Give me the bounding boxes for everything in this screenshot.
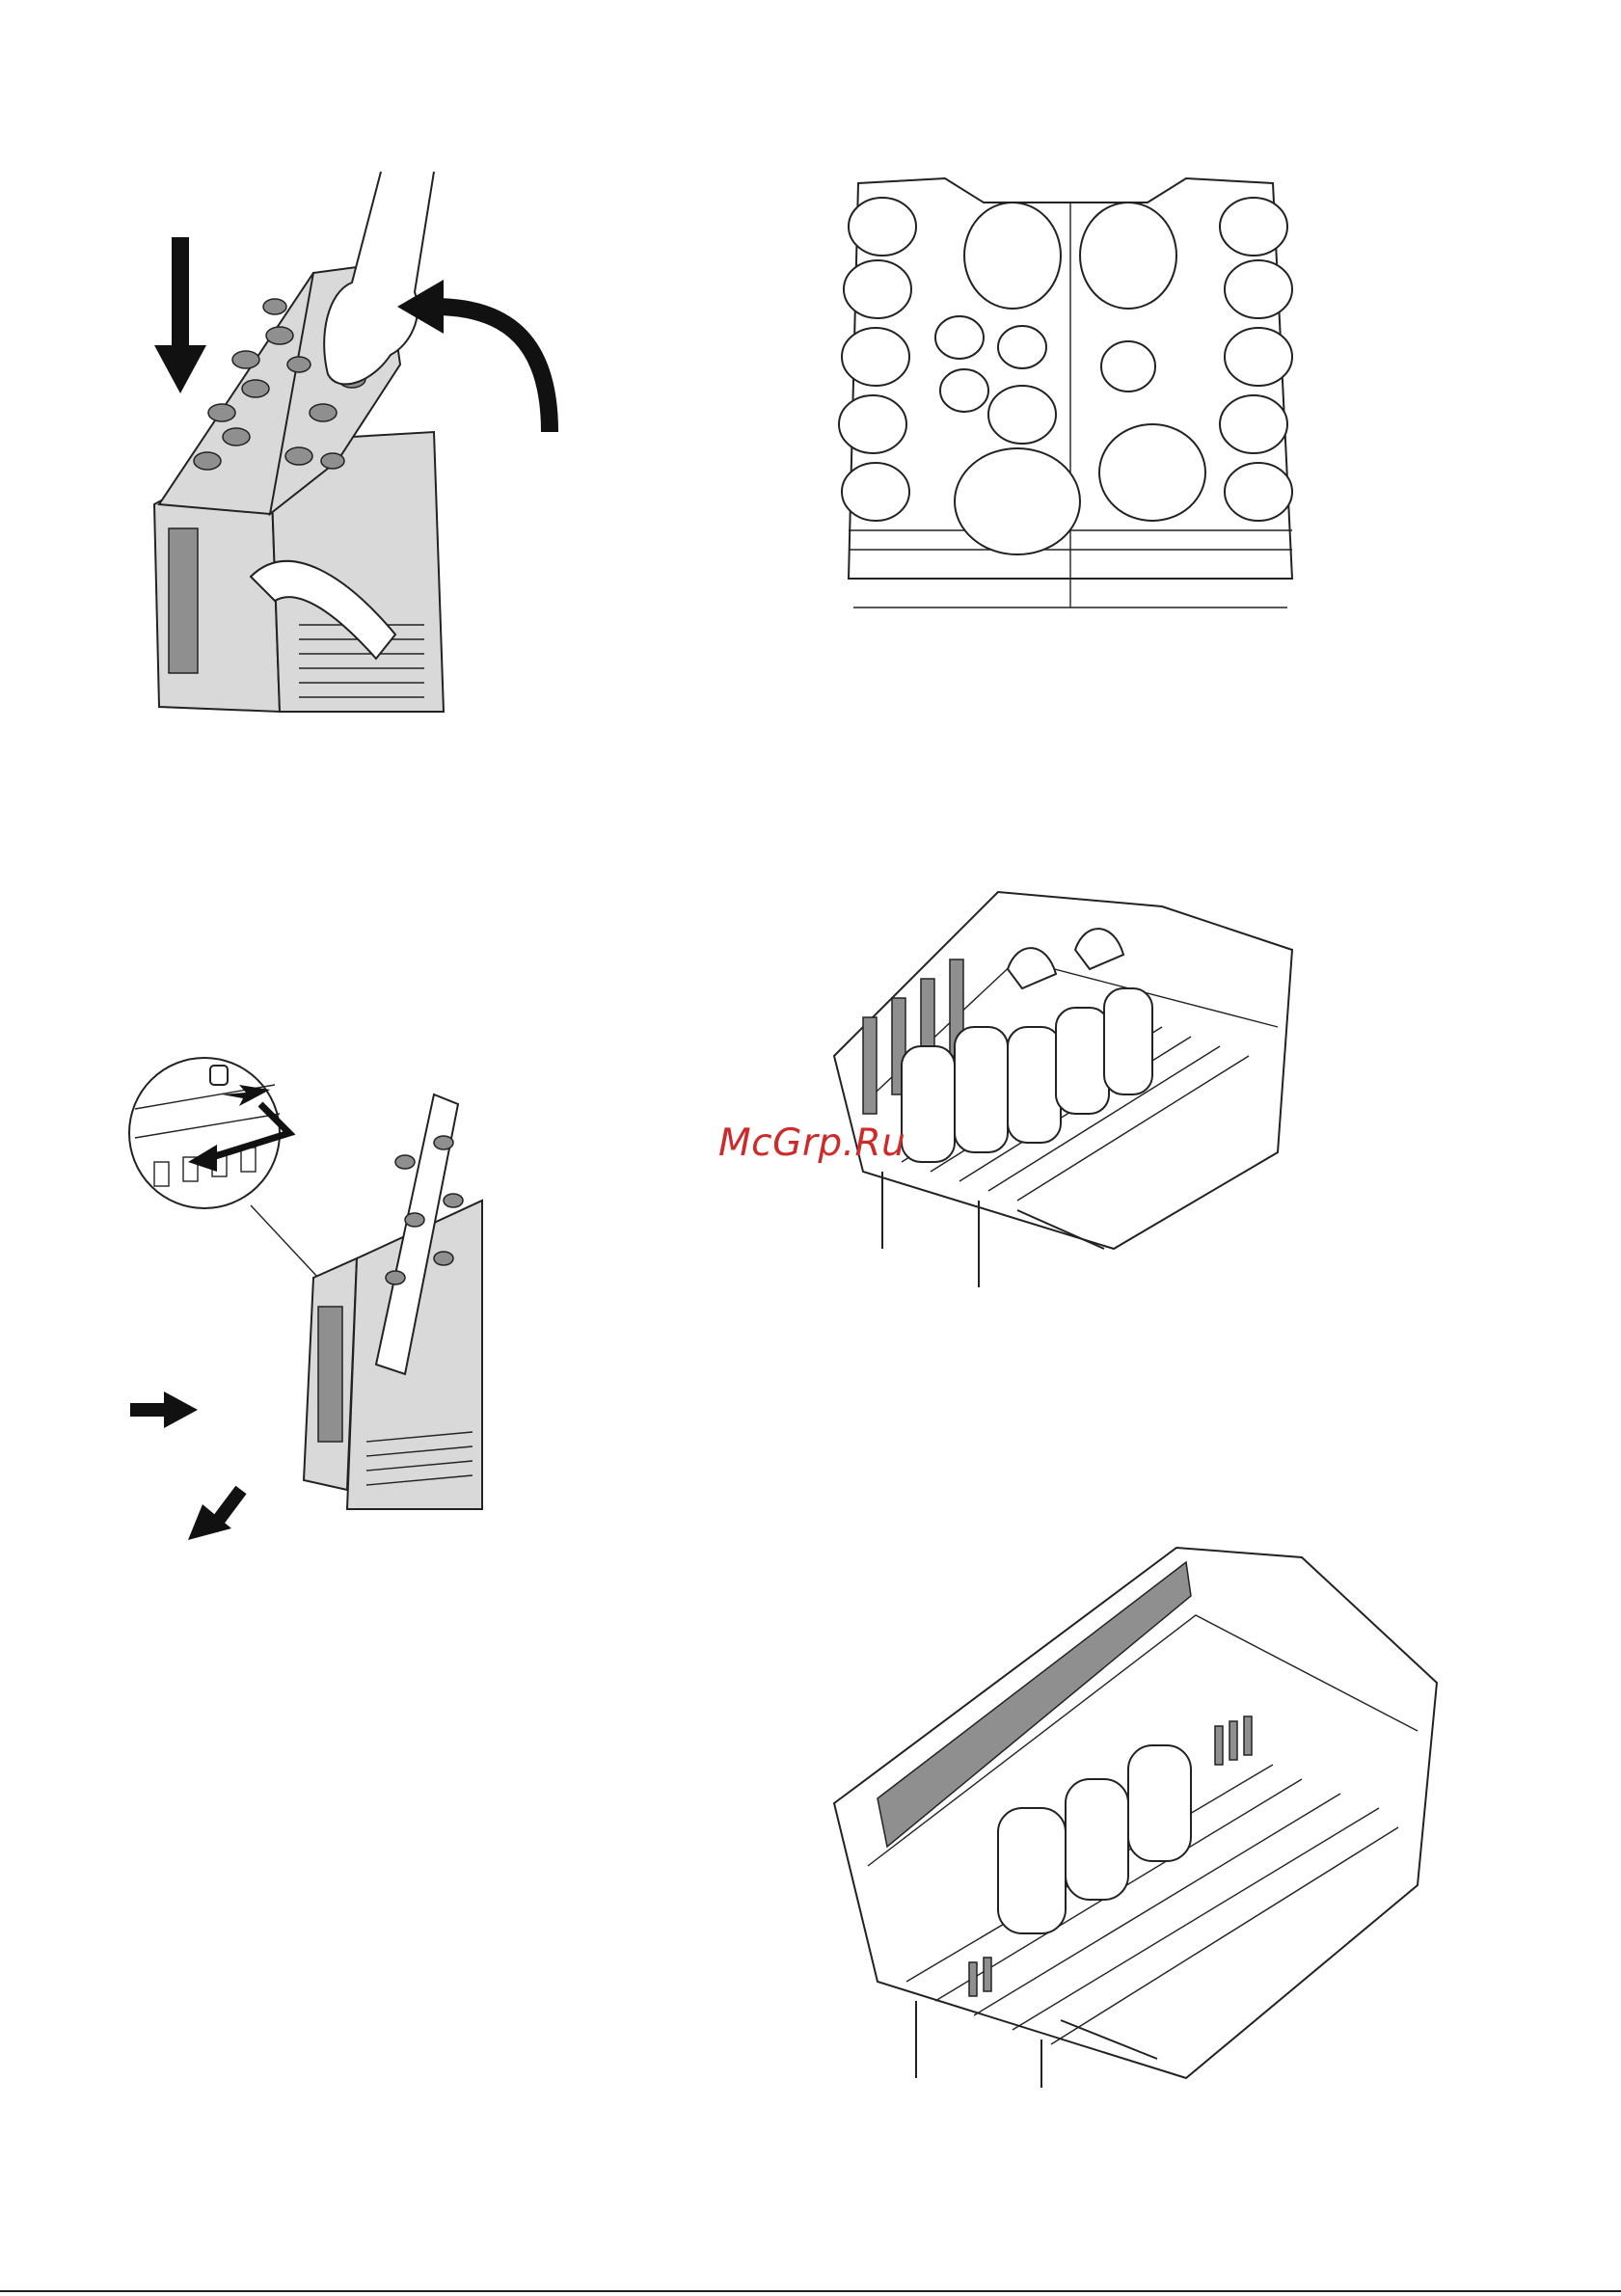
footer-divider — [0, 2290, 1621, 2292]
watermark-text: McGrp.Ru — [718, 1121, 905, 1165]
down-arrow-icon — [154, 237, 206, 393]
curved-arrow-icon — [397, 280, 550, 432]
glass-rack-supports-illustration — [824, 882, 1316, 1307]
right-arrow-icon — [130, 1391, 198, 1428]
upper-rack-cups-plates-illustration — [829, 164, 1311, 617]
lower-rack-glass-holders-illustration — [820, 1538, 1456, 2093]
cups-right-column — [1220, 198, 1292, 521]
zoom-detail-icon — [129, 1058, 289, 1208]
glasses — [902, 929, 1152, 1162]
cups-left-column — [839, 198, 916, 521]
cutlery-basket-lid-illustration — [145, 172, 579, 714]
basket-body — [304, 1094, 482, 1509]
down-left-arrow-icon — [188, 1490, 241, 1540]
cutlery-basket-removal-illustration — [125, 1027, 569, 1567]
